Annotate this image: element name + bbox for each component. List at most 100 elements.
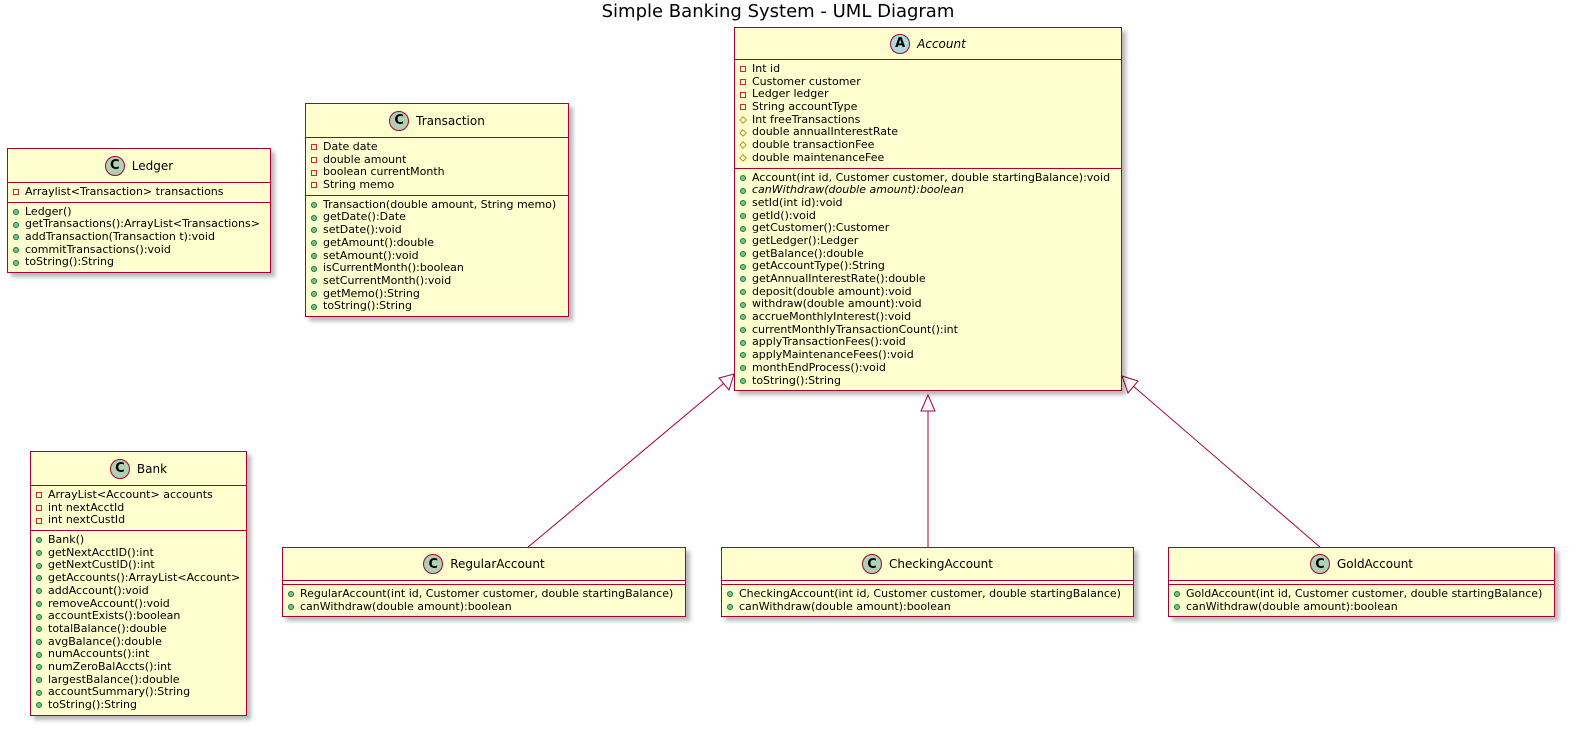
member-text: getNextCustID():int [48, 558, 155, 572]
member-text: removeAccount():void [48, 596, 170, 610]
member-text: RegularAccount(int id, Customer customer… [300, 587, 674, 600]
member-text: currentMonthlyTransactionCount():int [752, 322, 958, 336]
member-text: totalBalance():double [48, 621, 167, 635]
protected-visibility-icon [739, 141, 747, 150]
class-member: getNextAcctID():int [36, 546, 246, 560]
member-text: Account(int id, Customer customer, doubl… [752, 170, 1111, 184]
class-member: Arraylist<Transaction> transactions [13, 185, 270, 199]
class-member: getTransactions():ArrayList<Transactions… [13, 218, 270, 231]
public-visibility-icon [36, 537, 42, 544]
private-visibility-icon [740, 104, 746, 111]
inheritance-checking-to-account [920, 393, 936, 548]
class-name: RegularAccount [450, 557, 545, 571]
class-member: setCurrentMonth():void [311, 274, 568, 288]
private-visibility-icon [311, 144, 317, 151]
public-visibility-icon [13, 234, 19, 241]
class-member: setId(int id):void [740, 195, 1121, 210]
class-member: getDate():Date [311, 211, 568, 224]
member-text: getBalance():double [752, 246, 864, 260]
class-member: accountExists():boolean [36, 609, 246, 623]
public-visibility-icon [740, 225, 746, 232]
public-visibility-icon [740, 289, 746, 296]
member-text: int nextAcctId [48, 500, 125, 514]
public-visibility-icon [36, 689, 42, 696]
member-text: getAmount():double [323, 235, 435, 249]
class-member: getMemo():String [311, 287, 568, 301]
class-member: double amount [311, 153, 568, 167]
class-name: Account [917, 36, 966, 51]
member-text: getAccounts():ArrayList<Account> [48, 571, 241, 585]
member-text: Arraylist<Transaction> transactions [25, 185, 224, 198]
private-visibility-icon [740, 79, 746, 86]
class-member: int nextCustId [36, 514, 246, 527]
class-member: avgBalance():double [36, 635, 246, 649]
member-text: numZeroBalAccts():int [48, 659, 172, 673]
class-icon: C [1309, 554, 1330, 574]
public-visibility-icon [740, 377, 746, 384]
public-visibility-icon [740, 250, 746, 257]
class-member: String accountType [740, 100, 1121, 114]
member-text: accountExists():boolean [48, 609, 181, 623]
member-text: getTransactions():ArrayList<Transactions… [25, 217, 260, 231]
member-text: numAccounts():int [48, 647, 150, 661]
member-text: addTransaction(Transaction t):void [25, 230, 215, 244]
member-text: accountSummary():String [48, 685, 191, 699]
member-text: String accountType [752, 100, 858, 114]
class-member: numAccounts():int [36, 648, 246, 661]
public-visibility-icon [740, 276, 746, 283]
public-visibility-icon [740, 339, 746, 346]
class-member: toString():String [311, 300, 568, 313]
member-text: Ledger ledger [752, 87, 829, 101]
private-visibility-icon [311, 157, 317, 164]
methods: Account(int id, Customer customer, doubl… [735, 167, 1121, 391]
class-icon: C [423, 554, 444, 574]
member-text: withdraw(double amount):void [752, 297, 922, 311]
private-visibility-icon [311, 182, 317, 189]
inheritance-regular-to-account [526, 373, 735, 549]
member-text: setId(int id):void [752, 195, 843, 209]
public-visibility-icon [740, 365, 746, 372]
member-text: setAmount():void [323, 248, 419, 262]
member-text: getDate():Date [323, 210, 406, 224]
public-visibility-icon [311, 240, 317, 247]
class-regular-account: C RegularAccount RegularAccount(int id, … [282, 547, 686, 618]
public-visibility-icon [311, 202, 317, 209]
member-text: monthEndProcess():void [752, 360, 886, 374]
public-visibility-icon [740, 174, 746, 181]
protected-visibility-icon [739, 128, 747, 137]
class-member: CheckingAccount(int id, Customer custome… [727, 587, 1133, 601]
class-icon: C [104, 155, 125, 176]
member-text: getLedger():Ledger [752, 233, 859, 247]
public-visibility-icon [36, 550, 42, 557]
class-member: double annualInterestRate [739, 126, 1121, 139]
class-name: Bank [136, 461, 168, 476]
public-visibility-icon [13, 221, 19, 228]
public-visibility-icon [740, 263, 746, 270]
member-text: applyTransactionFees():void [752, 335, 906, 349]
private-visibility-icon [13, 189, 19, 196]
class-member: toString():String [36, 698, 246, 712]
class-header: C CheckingAccount [722, 548, 1133, 581]
public-visibility-icon [36, 651, 42, 658]
class-member: currentMonthlyTransactionCount():int [740, 322, 1121, 337]
member-text: Bank() [48, 533, 85, 547]
member-text: CheckingAccount(int id, Customer custome… [739, 587, 1121, 600]
public-visibility-icon [740, 212, 746, 219]
class-member: GoldAccount(int id, Customer customer, d… [1174, 587, 1554, 601]
class-member: Customer customer [740, 75, 1121, 89]
public-visibility-icon [36, 575, 42, 582]
member-text: getAccountType():String [752, 259, 885, 273]
class-member: ArrayList<Account> accounts [36, 488, 246, 502]
class-ledger: C Ledger Arraylist<Transaction> transact… [7, 148, 271, 274]
public-visibility-icon [311, 214, 317, 221]
class-member: boolean currentMonth [311, 166, 568, 179]
member-text: setDate():void [323, 223, 402, 237]
class-member: addAccount():void [36, 584, 246, 598]
public-visibility-icon [311, 227, 317, 234]
class-member: Ledger ledger [740, 88, 1121, 101]
class-header: C Ledger [8, 149, 270, 183]
class-member: applyMaintenanceFees():void [740, 348, 1121, 362]
member-text: boolean currentMonth [323, 165, 445, 179]
